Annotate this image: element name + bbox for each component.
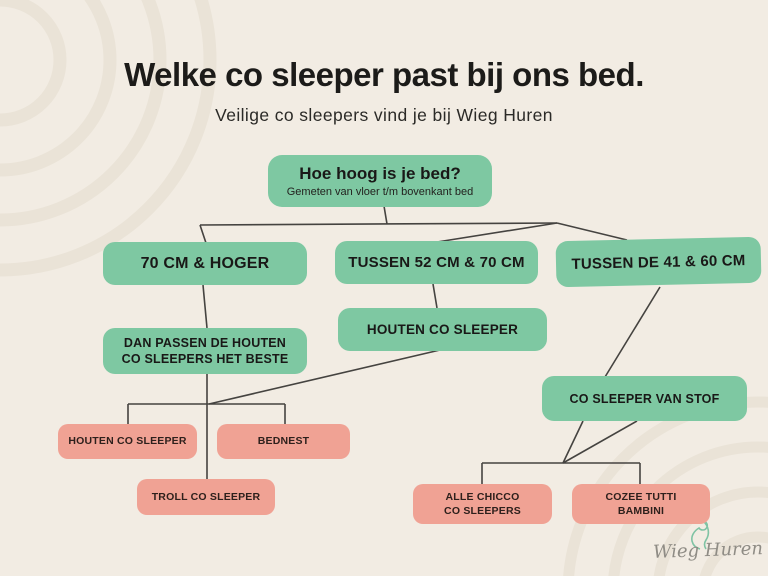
decorative-arcs-bottomright [563, 396, 768, 576]
node-wooden-co-sleeper: HOUTEN CO SLEEPER [338, 308, 547, 351]
connector-to-branch1 [199, 224, 207, 244]
leaf-troll-co-sleeper: TROLL CO SLEEPER [137, 479, 275, 515]
leaf-label: HOUTEN CO SLEEPER [68, 435, 187, 448]
node-70cm-and-higher: 70 CM & HOGER [103, 242, 307, 285]
node-label: 70 CM & HOGER [140, 254, 270, 272]
leaf-bednest: BEDNEST [217, 424, 350, 459]
node-label: HOUTEN CO SLEEPER [366, 322, 519, 337]
node-wooden-sleepers-best: DAN PASSEN DE HOUTEN CO SLEEPERS HET BES… [103, 328, 307, 374]
connectors [127, 199, 661, 487]
node-label: CO SLEEPER VAN STOF [569, 391, 720, 406]
connector-mid3-a [562, 420, 584, 464]
node-subtitle: Gemeten van vloer t/m bovenkant bed [286, 186, 474, 198]
leaf-chicco-co-sleepers: ALLE CHICCO CO SLEEPERS [413, 484, 552, 524]
node-title: Hoe hoog is je bed? [299, 164, 461, 183]
connector-branch3-mid3 [604, 286, 661, 378]
wieg-huren-logo: Wieg Huren [652, 538, 764, 563]
node-fabric-co-sleeper: CO SLEEPER VAN STOF [542, 376, 747, 421]
leaf-label: ALLE CHICCO CO SLEEPERS [444, 490, 521, 517]
connector-to-branch2 [436, 222, 558, 243]
node-label: DAN PASSEN DE HOUTEN CO SLEEPERS HET BES… [121, 335, 289, 366]
pregnant-figure-icon [691, 520, 710, 550]
page-subtitle: Veilige co sleepers vind je bij Wieg Hur… [215, 105, 553, 125]
node-between-52-70cm: TUSSEN 52 CM & 70 CM [335, 241, 538, 284]
decorative-arcs-topleft [0, 0, 217, 277]
connector-branch2-mid2 [432, 283, 438, 309]
node-bed-height-question: Hoe hoog is je bed? Gemeten van vloer t/… [268, 155, 492, 207]
node-between-41-60cm: TUSSEN DE 41 & 60 CM [555, 236, 762, 288]
page-title: Welke co sleeper past bij ons bed. [124, 56, 644, 93]
node-label: TUSSEN DE 41 & 60 CM [571, 251, 746, 273]
connector-branch1-mid1 [202, 284, 208, 329]
leaf-label: BEDNEST [257, 435, 310, 448]
connector-main-horizontal [199, 222, 558, 226]
leaf-label: COZEE TUTTI BAMBINI [605, 490, 677, 517]
leaf-houten-co-sleeper: HOUTEN CO SLEEPER [58, 424, 197, 459]
leaf-label: TROLL CO SLEEPER [151, 490, 261, 503]
node-label: TUSSEN 52 CM & 70 CM [348, 254, 525, 271]
connector-mid3-b [562, 420, 638, 464]
leaf-cozee-tutti-bambini: COZEE TUTTI BAMBINI [572, 484, 710, 524]
connector-mid2-diagonal [208, 349, 441, 405]
connector-to-branch3 [556, 222, 628, 241]
